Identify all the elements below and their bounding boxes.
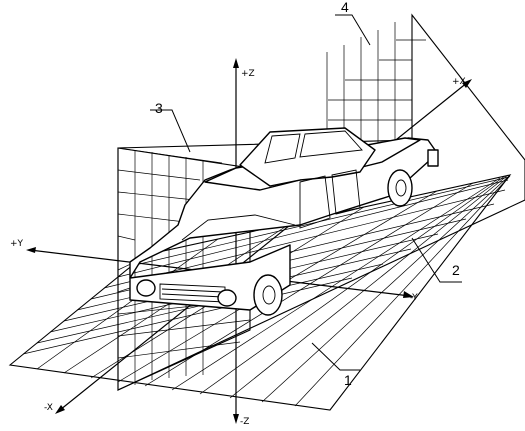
- pos-z-arrowhead: [233, 58, 239, 68]
- coordinate-axes: [26, 58, 472, 424]
- neg-y-label: -Y: [410, 293, 418, 303]
- callout-4-number: 4: [341, 0, 349, 15]
- callout-2-leader: [411, 237, 462, 283]
- pos-y-arrowhead: [26, 247, 36, 253]
- neg-y-arrowhead: [403, 291, 414, 298]
- callout-2-number: 2: [452, 262, 460, 278]
- callout-1-leader: [311, 342, 360, 371]
- neg-x-arrowhead: [55, 405, 65, 414]
- neg-x-label: -X: [44, 403, 53, 413]
- neg-z-arrowhead: [233, 414, 239, 424]
- callout-4-leader: [335, 14, 371, 46]
- neg-z-label: -Z: [240, 417, 249, 427]
- pos-y-label: +Y: [10, 239, 24, 249]
- x-axis-line: [59, 81, 469, 411]
- callout-3-leader: [150, 109, 191, 153]
- callout-leaders: [150, 14, 462, 371]
- callout-1-number: 1: [344, 372, 352, 388]
- pos-x-label: +X: [452, 77, 466, 87]
- callout-3-number: 3: [155, 100, 163, 116]
- pos-x-arrowhead: [462, 79, 472, 88]
- car-illustration: [129, 127, 439, 316]
- pos-z-label: +Z: [241, 69, 255, 79]
